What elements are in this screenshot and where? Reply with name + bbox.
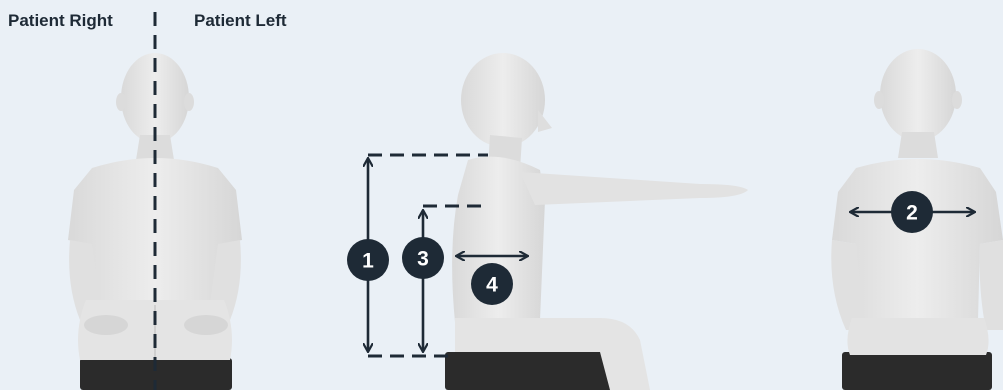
badge-1-text: 1 [362,250,374,273]
back-head [880,49,956,141]
badge-1: 1 [347,239,389,281]
badge-4-text: 4 [486,274,498,297]
badge-3-text: 3 [417,248,429,271]
badge-4: 4 [471,263,513,305]
side-arm [520,172,748,205]
badge-2: 2 [891,191,933,233]
badge-2-text: 2 [906,202,918,225]
back-seat [842,352,992,390]
side-view-figure [445,53,748,390]
side-head [461,53,545,147]
badge-3: 3 [402,237,444,279]
